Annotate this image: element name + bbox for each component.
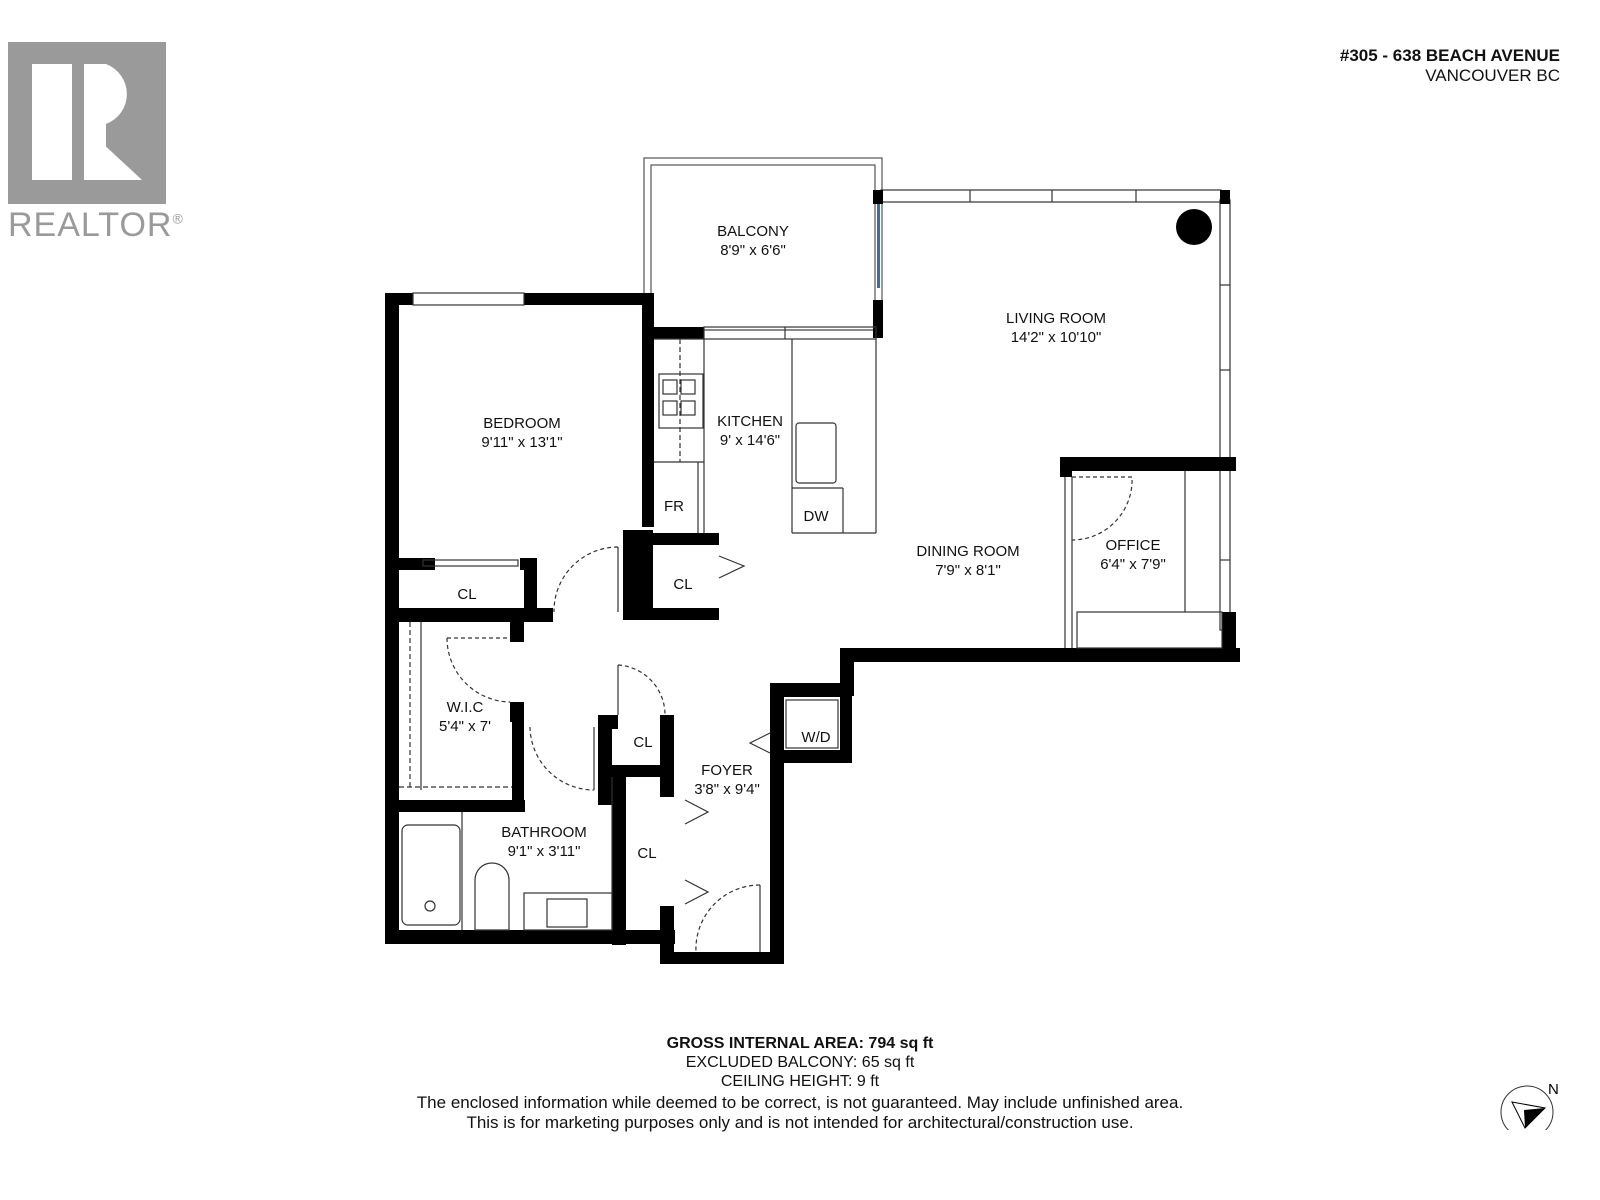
bathroom-size: 9'1" x 3'11" — [508, 843, 581, 860]
living-room-label: LIVING ROOM — [1006, 310, 1106, 327]
disclaimer-line-1: The enclosed information while deemed to… — [416, 1093, 1184, 1112]
north-compass-icon: N — [1500, 1080, 1580, 1139]
washer-dryer-box — [785, 699, 839, 749]
room-labels: BALCONY 8'9" x 6'6" LIVING ROOM 14'2" x … — [439, 223, 1166, 862]
exterior-walls — [385, 293, 1240, 964]
wic-size: 5'4" x 7' — [439, 718, 491, 735]
bathroom-label: BATHROOM — [501, 824, 587, 841]
cooktop-icon — [658, 373, 704, 429]
ceiling-height: CEILING HEIGHT: 9 ft — [720, 1073, 880, 1090]
gross-internal-area: GROSS INTERNAL AREA: 794 sq ft — [666, 1035, 934, 1052]
kitchen-label: KITCHEN — [717, 413, 783, 430]
living-window — [880, 189, 1231, 631]
address-line-1: #305 - 638 BEACH AVENUE — [1339, 46, 1560, 65]
bathtub-icon — [401, 824, 461, 926]
address-line-2: VANCOUVER BC — [1425, 66, 1560, 85]
office-label: OFFICE — [1106, 537, 1161, 554]
balcony-door — [877, 204, 880, 288]
property-address: #305 - 638 BEACH AVENUE VANCOUVER BC — [1340, 46, 1560, 86]
balcony-label: BALCONY — [717, 223, 789, 240]
washer-dryer-label: W/D — [801, 729, 830, 746]
balcony-outline — [643, 157, 883, 331]
doors — [399, 292, 771, 953]
dining-room-label: DINING ROOM — [916, 543, 1019, 560]
fridge-label: FR — [664, 498, 684, 515]
living-room-size: 14'2" x 10'10" — [1011, 329, 1102, 346]
hall-closet-label: CL — [633, 734, 652, 751]
realtor-logo: REALTOR® — [8, 42, 188, 245]
kitchen-fixtures — [654, 326, 877, 534]
kitchen-closet-label: CL — [673, 576, 692, 593]
bedroom-closet-label: CL — [457, 586, 476, 603]
bedroom-label: BEDROOM — [483, 415, 561, 432]
balcony-size: 8'9" x 6'6" — [720, 242, 786, 259]
office-details — [1064, 471, 1223, 649]
dining-room-size: 7'9" x 8'1" — [935, 562, 1001, 579]
foyer-closet-label: CL — [637, 845, 656, 862]
north-label: N — [1548, 1081, 1559, 1098]
vanity-sink-icon — [546, 898, 588, 928]
office-size: 6'4" x 7'9" — [1100, 556, 1166, 573]
excluded-balcony: EXCLUDED BALCONY: 65 sq ft — [685, 1054, 915, 1071]
foyer-size: 3'8" x 9'4" — [694, 781, 760, 798]
sink-icon — [795, 422, 837, 484]
structural-column-icon — [1176, 209, 1212, 245]
wic-label: W.I.C — [447, 699, 484, 716]
realtor-r-mark-icon — [8, 42, 166, 204]
bedroom-size: 9'11" x 13'1" — [481, 434, 562, 451]
disclaimer: The enclosed information while deemed to… — [0, 1093, 1600, 1133]
kitchen-size: 9' x 14'6" — [720, 432, 780, 449]
dishwasher-label: DW — [804, 508, 830, 525]
disclaimer-line-2: This is for marketing purposes only and … — [466, 1113, 1134, 1132]
toilet-icon — [474, 862, 510, 931]
bathroom-fixtures — [401, 777, 613, 931]
realtor-logo-text: REALTOR® — [8, 206, 184, 244]
area-summary: GROSS INTERNAL AREA: 794 sq ft EXCLUDED … — [0, 1034, 1600, 1091]
foyer-label: FOYER — [701, 762, 753, 779]
